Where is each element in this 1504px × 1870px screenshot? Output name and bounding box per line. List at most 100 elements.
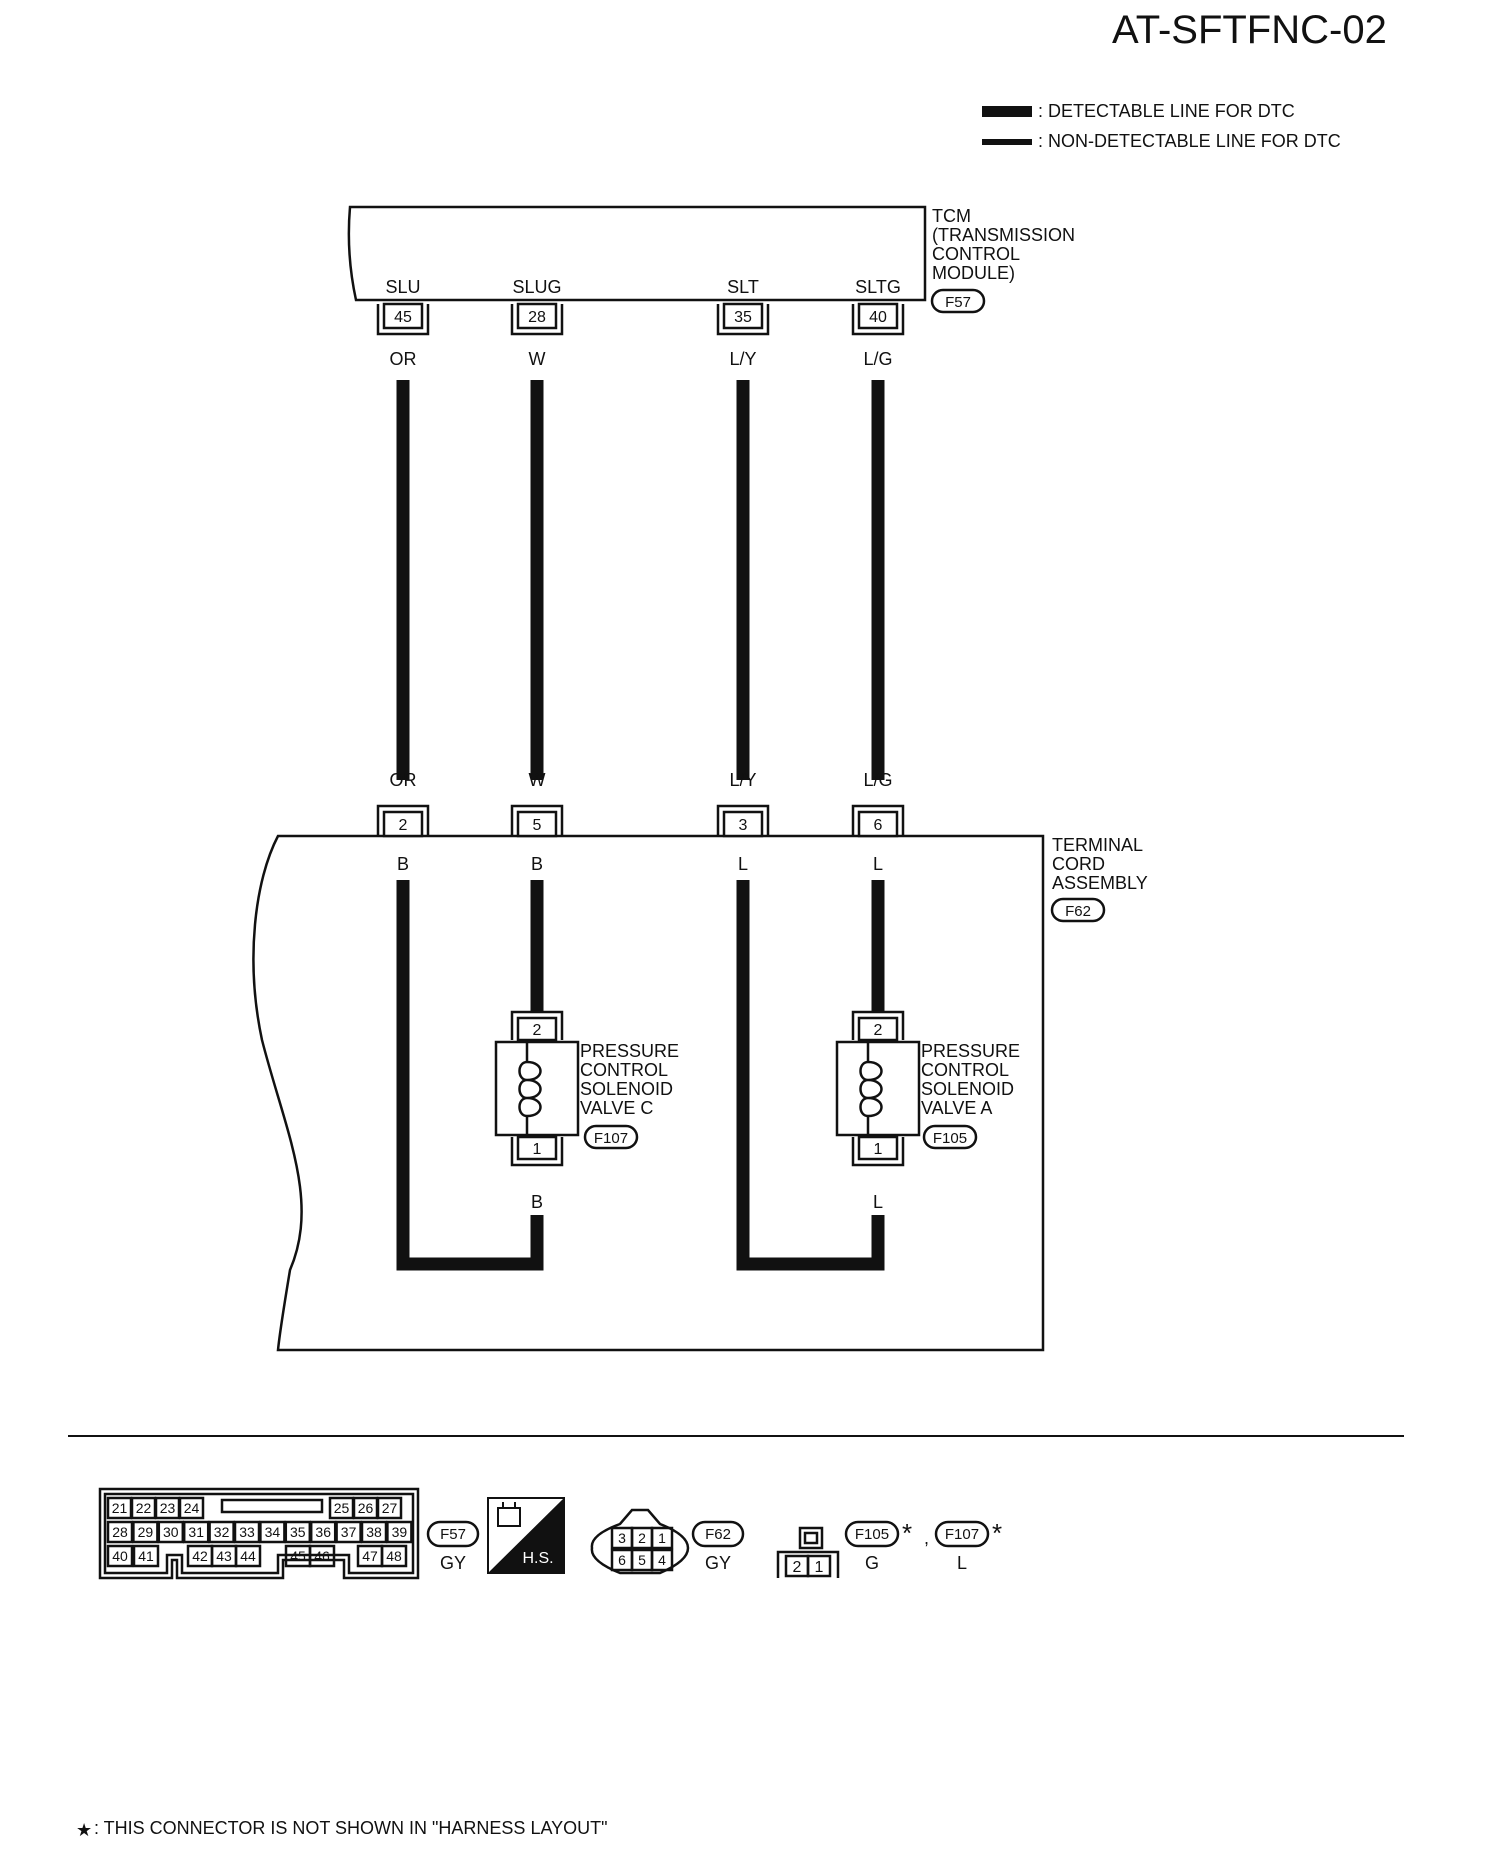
f105-outline	[776, 1550, 840, 1578]
pin-number: 42	[192, 1548, 208, 1564]
pin-cell	[208, 1520, 235, 1544]
pin-number: 3	[739, 817, 748, 834]
f107-badge	[934, 1520, 990, 1548]
pin-bracket	[376, 304, 430, 336]
pin-cell	[132, 1544, 160, 1568]
pin-box	[857, 302, 899, 330]
f105-latch	[798, 1526, 824, 1550]
hs-icon-shade	[488, 1498, 564, 1573]
signal-sltg-label: SLTG	[855, 277, 901, 297]
terminal-cord-label-line3: ASSEMBLY	[1052, 873, 1148, 893]
solenoid-c-wire-color: B	[531, 1192, 543, 1212]
solenoid-c-label-line1: PRESSURE	[580, 1041, 679, 1061]
hs-icon-plug	[497, 1507, 521, 1527]
pin-cell	[259, 1520, 286, 1544]
wire-slu-return-loop	[396, 880, 544, 1271]
pin-number: 41	[138, 1548, 154, 1564]
f57-latch-slot	[220, 1498, 324, 1514]
wire-color-slt-bottom: L	[738, 854, 748, 874]
wire-color-sltg-mid: L/G	[863, 770, 892, 790]
pin-cell	[157, 1520, 185, 1544]
pin-box	[382, 810, 424, 838]
pin-box	[857, 1016, 899, 1042]
pin-number: 32	[214, 1524, 230, 1540]
wire-slt-return-loop	[736, 880, 885, 1271]
pin-number: 5	[638, 1552, 646, 1568]
wire-color-slug-bottom: B	[531, 854, 543, 874]
pin-number: 6	[874, 817, 883, 834]
f105-latch-inner	[803, 1531, 819, 1545]
pin-number: 26	[358, 1500, 374, 1516]
pin-cell	[234, 1544, 262, 1568]
f62-badge-id: F62	[705, 1526, 731, 1543]
pin-number: 5	[533, 817, 542, 834]
pin-number: 24	[184, 1500, 200, 1516]
f105-f107-connector-face: 2 1 F105 * G , F107 * L	[776, 1518, 1002, 1578]
connector-comma: ,	[924, 1528, 929, 1548]
pin-bracket	[716, 304, 770, 336]
pin-number: 25	[334, 1500, 350, 1516]
coil-icon-back	[518, 1060, 528, 1118]
solenoid-c-label-line2: CONTROL	[580, 1060, 668, 1080]
wire-color-sltg-top: L/G	[863, 349, 892, 369]
f107-color: L	[957, 1553, 967, 1573]
wire-color-slt-top: L/Y	[729, 349, 756, 369]
f107-star: *	[992, 1518, 1002, 1548]
label-backing	[527, 854, 547, 874]
signal-slu-label: SLU	[385, 277, 420, 297]
pin-number: 27	[382, 1500, 398, 1516]
pin-cell	[386, 1520, 413, 1544]
solenoid-valve-c: 2 1 B PRESSURE CONTROL SOLENOID VALVE C …	[494, 1010, 679, 1212]
pin-number: 44	[240, 1548, 256, 1564]
solenoid-valve-a: 2 1 L PRESSURE CONTROL SOLENOID VALVE A …	[835, 1010, 1020, 1212]
coil-icon	[867, 1060, 883, 1118]
solenoid-a-label-line2: CONTROL	[921, 1060, 1009, 1080]
pin-number: 34	[265, 1524, 281, 1540]
terminal-cord-label-line1: TERMINAL	[1052, 835, 1143, 855]
pin-number: 35	[734, 309, 752, 326]
wire-color-slt-mid: L/Y	[729, 770, 756, 790]
pin-number: 23	[160, 1500, 176, 1516]
detectable-line-swatch	[982, 106, 1032, 117]
pin-bracket	[716, 804, 770, 836]
solenoid-c-connector-badge	[583, 1124, 639, 1150]
pin-cell	[650, 1526, 674, 1550]
tcm-pin-28: 28	[510, 302, 564, 336]
pin-number: 3	[618, 1530, 626, 1546]
tcm-outline	[347, 205, 927, 302]
pin-cell	[178, 1496, 205, 1520]
pin-number: 2	[638, 1530, 646, 1546]
pin-bracket	[376, 804, 430, 836]
pin-number: 48	[386, 1548, 402, 1564]
pin-number: 30	[163, 1524, 179, 1540]
pin-number: 6	[618, 1552, 626, 1568]
tcm-pins: SLU SLUG SLT SLTG 45 28 35 40 OR W L/Y L…	[376, 277, 905, 369]
pin-cell	[380, 1544, 408, 1568]
f57-inner-outline	[103, 1492, 415, 1575]
f105-star: *	[902, 1518, 912, 1548]
coil-icon-back	[859, 1060, 869, 1118]
f62-badge	[691, 1520, 745, 1548]
pin-cell	[132, 1520, 159, 1544]
non-detectable-line-swatch	[982, 139, 1032, 145]
footnote: ★ : THIS CONNECTOR IS NOT SHOWN IN "HARN…	[76, 1818, 608, 1840]
f62-pin-2: 2	[376, 804, 430, 838]
pin-number: 39	[392, 1524, 408, 1540]
pin-box	[516, 302, 558, 330]
pin-number: 37	[341, 1524, 357, 1540]
pin-number: 22	[136, 1500, 152, 1516]
hs-icon-label: H.S.	[522, 1550, 553, 1567]
pin-cell	[650, 1548, 674, 1572]
solenoid-a-pin-top: 2	[874, 1022, 883, 1039]
pin-number: 2	[399, 817, 408, 834]
f62-color: GY	[705, 1553, 731, 1573]
pin-box	[722, 810, 764, 838]
pin-bracket	[851, 804, 905, 836]
pin-box	[516, 1016, 558, 1042]
tcm-pin-40: 40	[851, 302, 905, 336]
pin-cell	[106, 1520, 134, 1544]
terminal-cord-label-line2: CORD	[1052, 854, 1105, 874]
